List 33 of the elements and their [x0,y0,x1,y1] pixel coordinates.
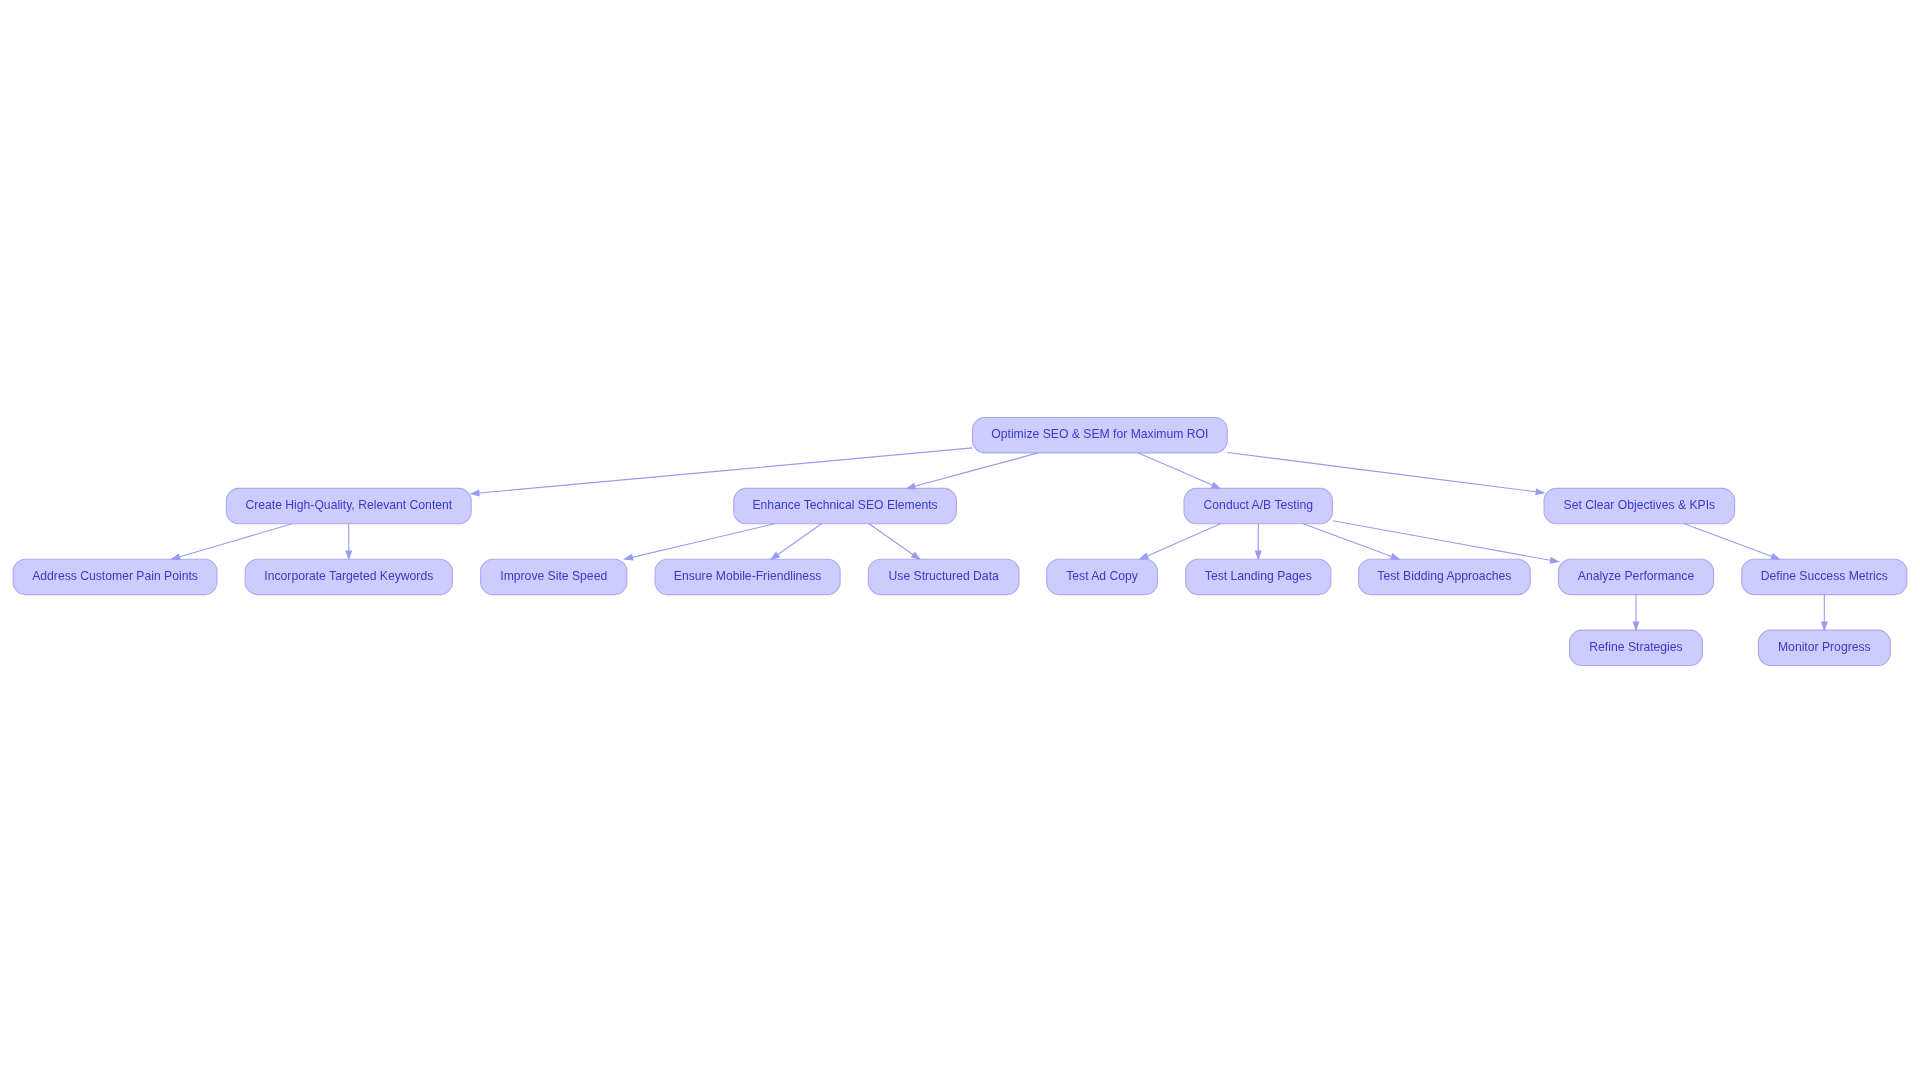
arrow [905,452,1039,490]
arrow [1683,523,1781,560]
node-box: Test Landing Pages [1185,558,1332,596]
arrow [1138,523,1221,560]
arrow [1137,452,1222,489]
node-box: Define Success Metrics [1741,558,1908,596]
arrow [170,523,293,561]
arrow [622,523,776,561]
node-box: Optimize SEO & SEM for Maximum ROI [971,416,1228,454]
arrow [1332,520,1560,564]
node-box: Analyze Performance [1557,558,1715,596]
arrow [868,523,922,561]
node-box: Address Customer Pain Points [12,558,218,596]
node-box: Refine Strategies [1569,629,1704,667]
arrow [1820,594,1828,632]
node-box: Use Structured Data [867,558,1020,596]
node-box: Improve Site Speed [480,558,628,596]
node-box: Set Clear Objectives & KPIs [1543,487,1736,525]
arrow [1632,594,1640,632]
node-box: Test Bidding Approaches [1357,558,1531,596]
node-box: Create High-Quality, Relevant Content [225,487,472,525]
arrow [1226,451,1546,496]
node-box: Enhance Technical SEO Elements [733,487,957,525]
node-box: Ensure Mobile-Friendliness [654,558,841,596]
arrow [469,447,973,497]
node-box: Incorporate Targeted Keywords [244,558,453,596]
arrow [1254,523,1262,561]
arrow [345,523,353,561]
arrow [769,523,823,561]
node-box: Test Ad Copy [1046,558,1158,596]
node-box: Monitor Progress [1757,629,1891,667]
arrow [1302,523,1401,560]
node-box: Conduct A/B Testing [1183,487,1334,525]
